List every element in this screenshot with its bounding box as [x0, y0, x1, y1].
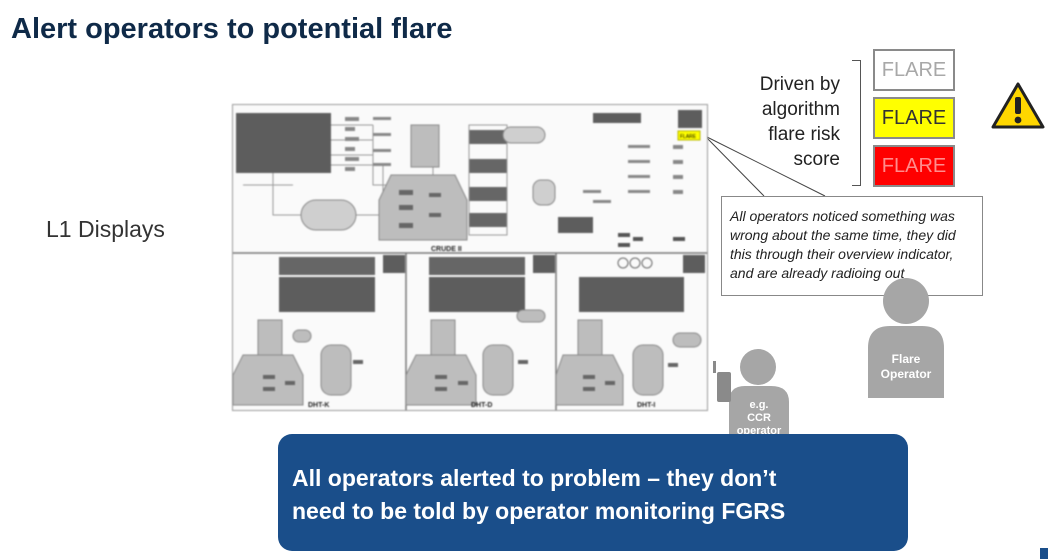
ccr-operator-label: e.g. CCR operator: [736, 399, 782, 437]
l1-overview-display: CRUDE II FLARE: [232, 104, 708, 411]
person-icon: [868, 278, 944, 398]
warning-triangle-icon: [991, 82, 1045, 129]
flare-box-alarm: FLARE: [873, 145, 955, 187]
hmi-unit-label: CRUDE II: [431, 246, 462, 253]
callout-pointer: [704, 135, 826, 197]
flare-box-inactive: FLARE: [873, 49, 955, 91]
corner-logo-fragment: [1040, 548, 1048, 559]
flare-operator-label: Flare Operator: [880, 352, 932, 381]
hmi-unit-label: DHT-K: [308, 402, 329, 409]
driven-by-text: Driven by algorithm flare risk score: [759, 74, 840, 170]
flare-box-warning: FLARE: [873, 97, 955, 139]
hmi-unit-label: DHT-I: [637, 402, 655, 409]
conclusion-banner: All operators alerted to problem – they …: [278, 434, 908, 551]
hmi-unit-label: DHT-D: [471, 402, 492, 409]
page-title: Alert operators to potential flare: [11, 13, 453, 45]
hmi-schematic: CRUDE II FLARE: [233, 110, 707, 410]
hmi-mini-flare: FLARE: [680, 134, 697, 140]
bracket: [852, 60, 861, 186]
l1-displays-label: L1 Displays: [46, 216, 165, 242]
radio-icon: [713, 361, 731, 402]
person-icon: [713, 349, 789, 446]
callout-box: All operators noticed something was wron…: [721, 196, 983, 296]
